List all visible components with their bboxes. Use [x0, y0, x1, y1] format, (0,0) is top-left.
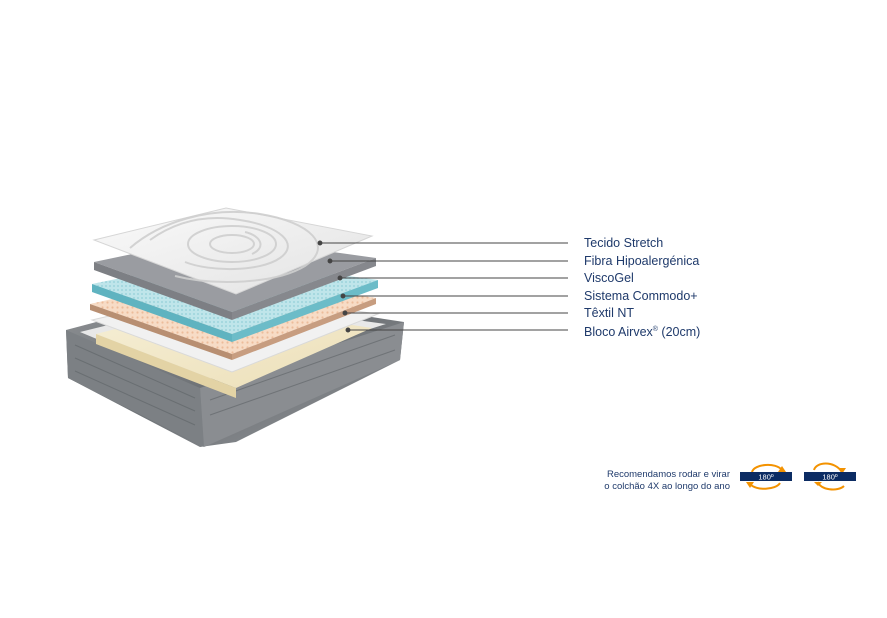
tecido-stretch-layer [92, 207, 374, 295]
rotate-180-icon: 180º [740, 464, 792, 490]
layer-label-textil-nt: Têxtil NT [584, 306, 634, 320]
rotation-recommendation: Recomendamos rodar e virar o colchão 4X … [560, 469, 730, 493]
layer-label-tecido-stretch: Tecido Stretch [584, 236, 664, 250]
layer-label-viscogel: ViscoGel [584, 271, 634, 285]
layer-label-bloco-airvex: Bloco Airvex® (20cm) [584, 323, 700, 339]
leader-lines [317, 240, 568, 333]
layer-label-commodo: Sistema Commodo+ [584, 289, 698, 303]
bloco-airvex-size: (20cm) [657, 325, 701, 339]
recommendation-line-2: o colchão 4X ao longo do ano [604, 481, 730, 492]
bloco-airvex-name: Bloco Airvex [584, 325, 653, 339]
flip-180-label: 180º [822, 473, 838, 482]
recommendation-line-1: Recomendamos rodar e virar [606, 469, 730, 480]
layer-label-fibra: Fibra Hipoalergénica [584, 254, 700, 268]
rotate-180-label: 180º [758, 473, 774, 482]
flip-180-icon: 180º [804, 462, 856, 491]
registered-mark: ® [652, 326, 658, 333]
